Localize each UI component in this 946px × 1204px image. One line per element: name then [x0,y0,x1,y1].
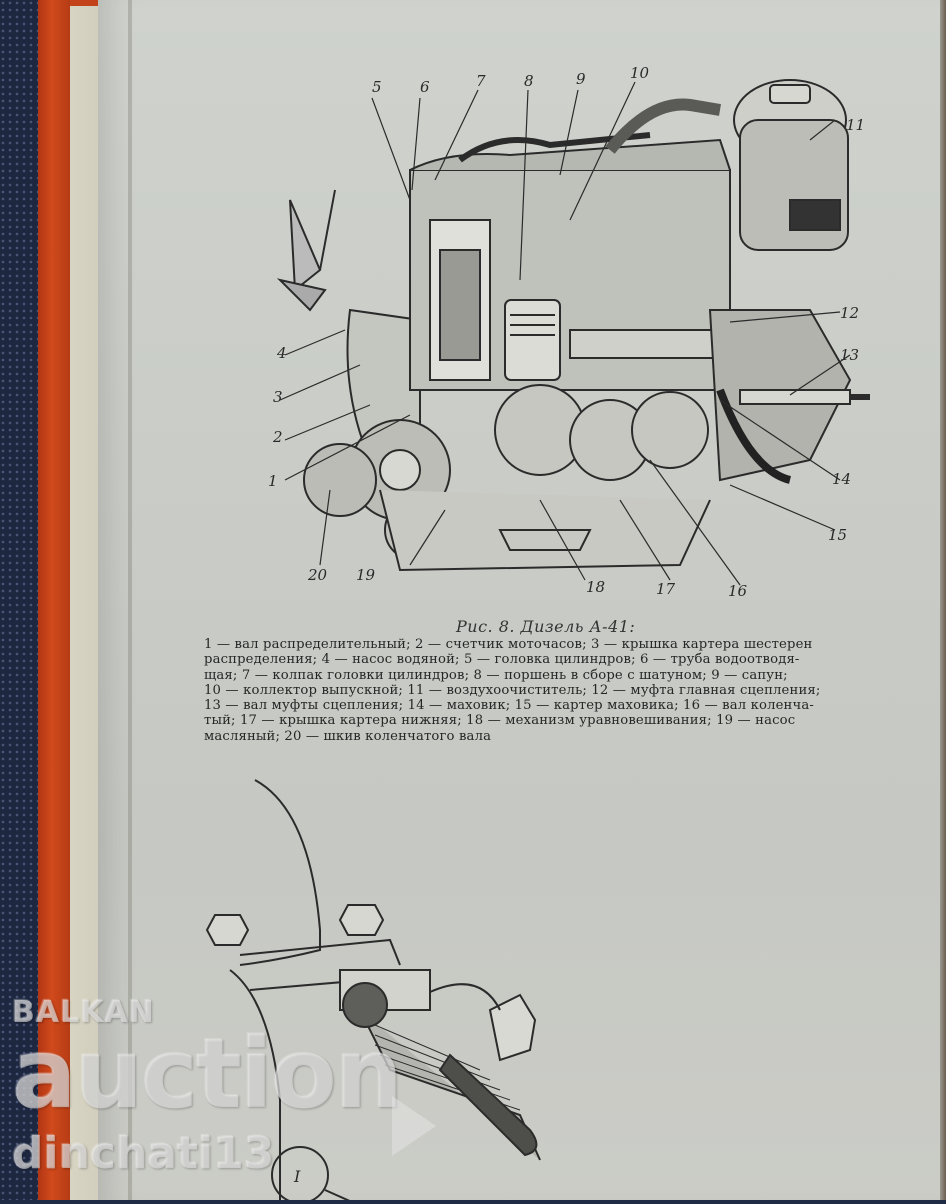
callout-3: 3 [273,388,283,406]
watermark-brand-main: auction [12,1018,403,1130]
callout-4: 4 [277,344,287,362]
figure-caption: Рис. 8. Дизель А-41: [456,617,636,636]
legend-line: 1 — вал распределительный; 2 — счетчик м… [204,637,813,652]
callout-19: 19 [356,566,376,584]
background-fabric [0,0,42,1200]
callout-9: 9 [576,70,586,88]
legend-line: щая; 7 — колпак головки цилиндров; 8 — п… [204,667,788,683]
callout-20: 20 [308,566,328,584]
callout-15: 15 [828,526,848,544]
callout-8: 8 [524,72,534,90]
callout-2: 2 [273,428,283,446]
figure-legend: 1 — вал распределительный; 2 — счетчик м… [204,637,926,744]
legend-line: тый; 17 — крышка картера нижняя; 18 — ме… [204,713,796,729]
callout-17: 17 [656,580,676,598]
legend-line: масляный; 20 — шкив коленчатого вала [204,728,492,744]
callout-1: 1 [268,472,278,490]
callout-16: 16 [728,582,748,600]
adjustment-illustration: I [190,770,610,1204]
callout-12: 12 [840,304,860,322]
callout-11: 11 [846,116,866,134]
legend-line: 13 — вал муфты сцепления; 14 — маховик; … [204,698,814,714]
legend-line: распределения; 4 — насос водяной; 5 — го… [204,652,800,668]
watermark-brand-top: BALKAN [12,995,155,1030]
callout-5: 5 [372,78,382,96]
detail-label: I [293,1167,301,1186]
callout-13: 13 [840,346,860,364]
page-fold [128,0,132,1200]
book-cover-top [70,0,118,8]
engine-drawing [276,79,870,586]
watermark-username: dinchati13 [12,1128,275,1179]
watermark: BALKAN auction dinchati13 [12,995,403,1180]
engine-illustration [250,60,890,610]
play-icon [392,1096,436,1156]
callout-6: 6 [420,78,430,96]
callout-18: 18 [586,578,606,596]
legend-line: 10 — коллектор выпускной; 11 — воздухооч… [204,682,821,698]
callout-7: 7 [476,72,486,90]
callout-14: 14 [832,470,852,488]
mechanism-drawing: I [205,779,541,1204]
page-right-edge [940,0,946,1200]
book-cover-edge [38,0,72,1200]
callout-10: 10 [630,64,650,82]
